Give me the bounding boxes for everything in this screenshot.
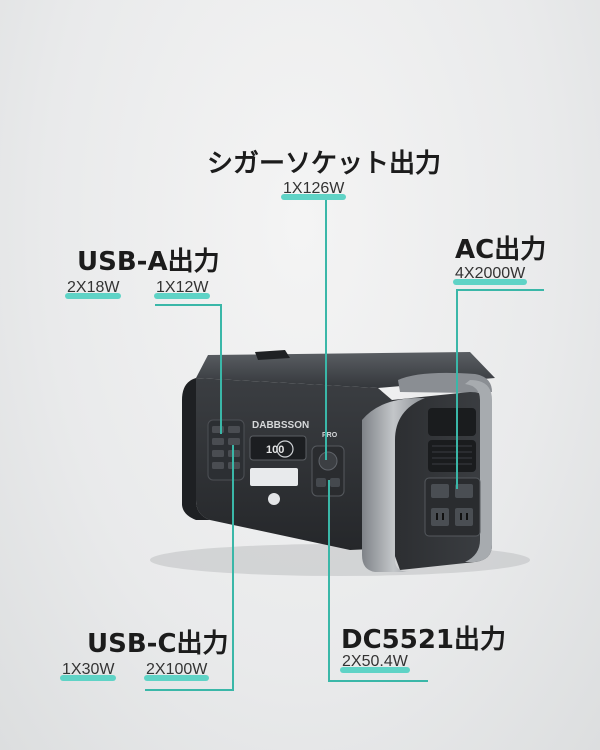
brand-logo: DABBSSON — [252, 420, 309, 431]
usba-output-spec-1: 2X18W — [65, 279, 122, 299]
usbc-output-spec-1: 1X30W — [60, 661, 117, 681]
ac-output-spec: 4X2000W — [453, 265, 528, 285]
usbc-output-spec-2: 2X100W — [144, 661, 210, 681]
model-badge: PRO — [322, 432, 338, 439]
usba-line-v — [220, 304, 222, 434]
dc-line-v — [328, 480, 330, 682]
usbc-line-v — [232, 445, 234, 690]
usbc-line-h — [145, 689, 234, 691]
ac-output-title: AC出力 — [455, 235, 547, 265]
cigar-line — [325, 200, 327, 460]
usba-output-spec-2: 1X12W — [154, 279, 211, 299]
usbc-output-title: USB-C出力 — [87, 629, 229, 659]
cigar-output-title: シガーソケット出力 — [207, 149, 442, 179]
cigar-output-spec: 1X126W — [281, 180, 347, 200]
usba-output-title: USB-A出力 — [77, 247, 220, 277]
dc-line-h — [328, 680, 428, 682]
usba-line-h — [155, 304, 221, 306]
display-reading: 100 — [266, 444, 284, 456]
dc5521-output-spec: 2X50.4W — [340, 653, 410, 673]
dc5521-output-title: DC5521出力 — [341, 625, 507, 655]
ac-line-h1 — [456, 289, 544, 291]
ac-line-v — [456, 289, 458, 489]
